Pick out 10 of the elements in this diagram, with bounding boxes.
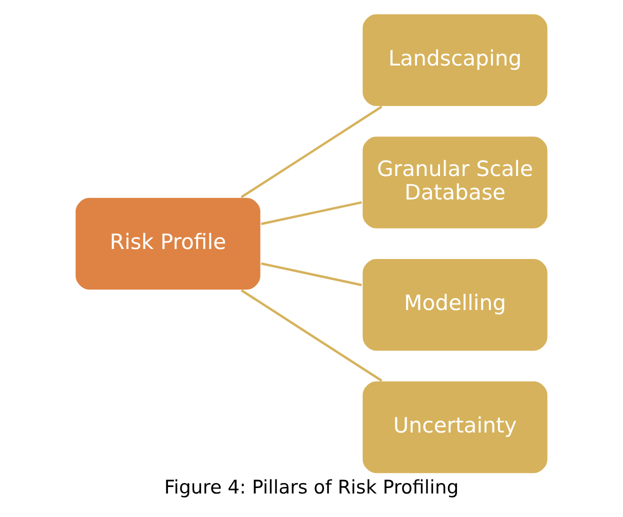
connector (260, 200, 362, 225)
node-box: Risk Profile (74, 196, 262, 290)
caption: Figure 4: Pillars of Risk Profiling (164, 476, 459, 498)
connector (240, 105, 382, 198)
connector (240, 288, 382, 382)
connector (260, 262, 362, 286)
node-box: Uncertainty (362, 380, 549, 474)
node-box: Granular Scale Database (362, 134, 549, 230)
node-box: Modelling (362, 257, 549, 352)
node-box: Landscaping (362, 12, 549, 107)
